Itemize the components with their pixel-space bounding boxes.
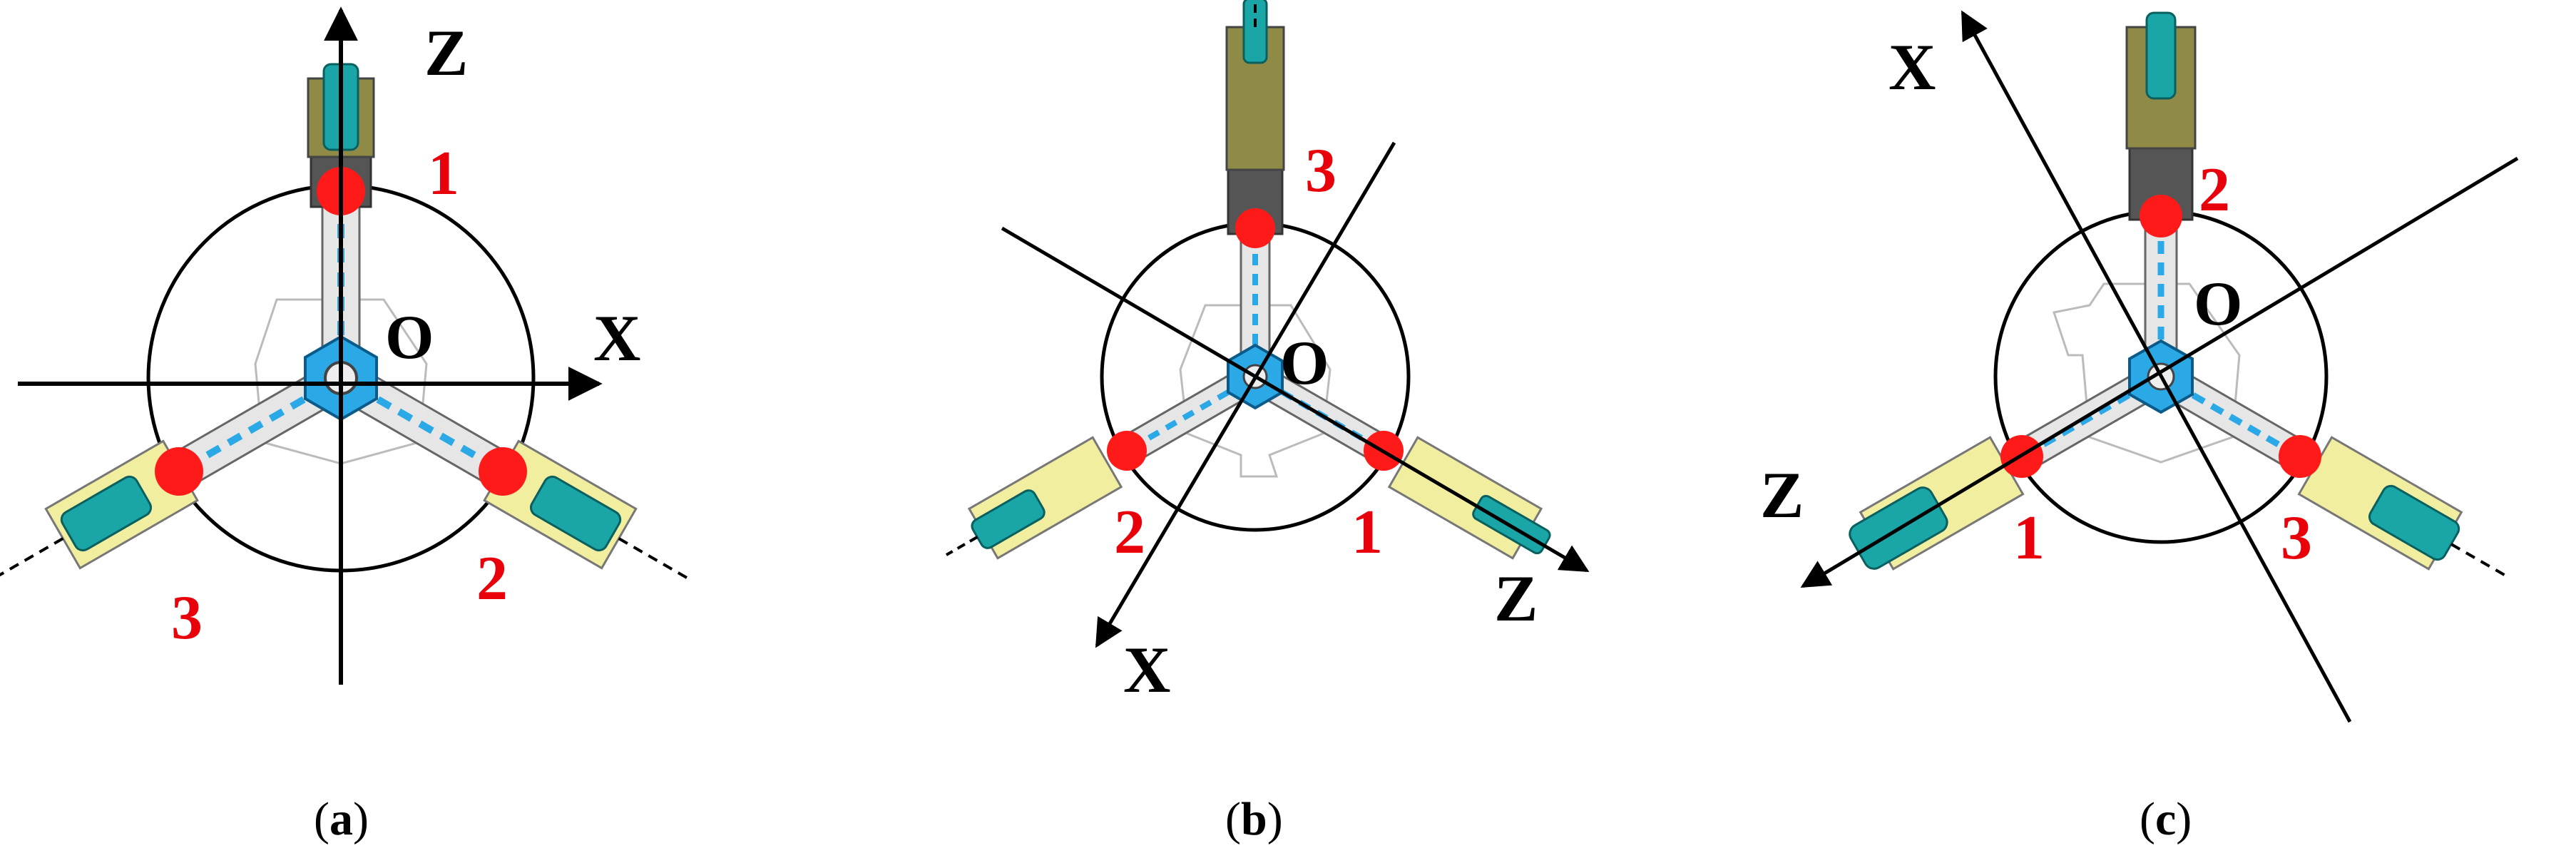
caption-open: ( [1225,793,1241,845]
joint-marker-2 [2140,195,2182,238]
caption-open: ( [314,793,329,845]
z-axis-label-c: Z [1760,459,1804,531]
caption-open: ( [2140,793,2155,845]
caption-a: (a) [314,793,369,845]
arm-extension-dashed [0,537,64,579]
panel-c: X Z O 2 1 3 (c) [1760,10,2519,845]
joint-marker-3 [155,447,203,496]
joint-number-b-3: 3 [1305,136,1336,205]
arm-3 [1225,0,1285,364]
caption-letter: a [329,793,353,845]
joint-number-b-2: 2 [1114,498,1145,567]
joint-marker-3 [2279,435,2321,478]
joint-number-c-1: 1 [2013,504,2045,573]
caption-close: ) [1267,793,1283,845]
joint-number-c-3: 3 [2281,504,2312,573]
roller [530,475,622,552]
arm-2 [945,369,1252,560]
arm-3 [2164,368,2508,578]
origin-label-a: O [385,303,434,372]
arm-centerline [184,382,331,471]
arm-centerline [2023,381,2150,458]
origin-label-c: O [2194,270,2242,339]
joint-number-a-3: 3 [171,583,203,653]
panel-b: X Z O 3 1 2 (b) [945,0,1590,845]
joint-marker-2 [479,447,527,496]
x-axis-label-c: X [1888,31,1936,103]
caption-b: (b) [1225,793,1283,845]
mechanism-b [945,0,1551,560]
roller [1242,0,1268,64]
x-axis-label-a: X [593,302,640,374]
caption-c: (c) [2140,793,2192,845]
z-axis-label-b: Z [1494,562,1538,635]
caption-letter: c [2155,793,2176,845]
mechanism-c [1849,11,2508,578]
arm-extension-dashed [2450,543,2508,578]
x-axis-b [1095,141,1396,648]
z-axis-label-a: Z [424,16,468,89]
base-plate-outline [254,298,428,465]
roller [60,475,152,552]
z-axis-c [1800,156,2519,588]
caption-close: ) [353,793,369,845]
arm-centerline [351,382,498,471]
x-axis-label-b: X [1123,633,1170,706]
caption-close: ) [2176,793,2192,845]
panel-a: Z X O 1 2 3 (a) [0,6,688,845]
arm-2 [2125,11,2197,364]
joint-number-b-1: 1 [1351,498,1383,567]
joint-number-c-2: 2 [2199,155,2230,225]
joint-marker-2 [1107,431,1147,471]
arm-extension-dashed [945,536,978,556]
origin-label-b: O [1280,329,1329,398]
joint-marker-3 [1235,208,1275,248]
joint-number-a-1: 1 [428,139,459,208]
arm-2 [342,367,688,579]
x-axis-c [1961,10,2352,723]
arm-centerline [2172,381,2299,458]
arm-centerline [1130,381,1244,451]
joint-number-a-2: 2 [476,544,508,613]
base-plate-outline [2053,282,2241,464]
caption-letter: b [1241,793,1267,845]
arm-extension-dashed [618,537,688,579]
roller [2145,11,2177,100]
z-axis-b [1001,226,1590,573]
